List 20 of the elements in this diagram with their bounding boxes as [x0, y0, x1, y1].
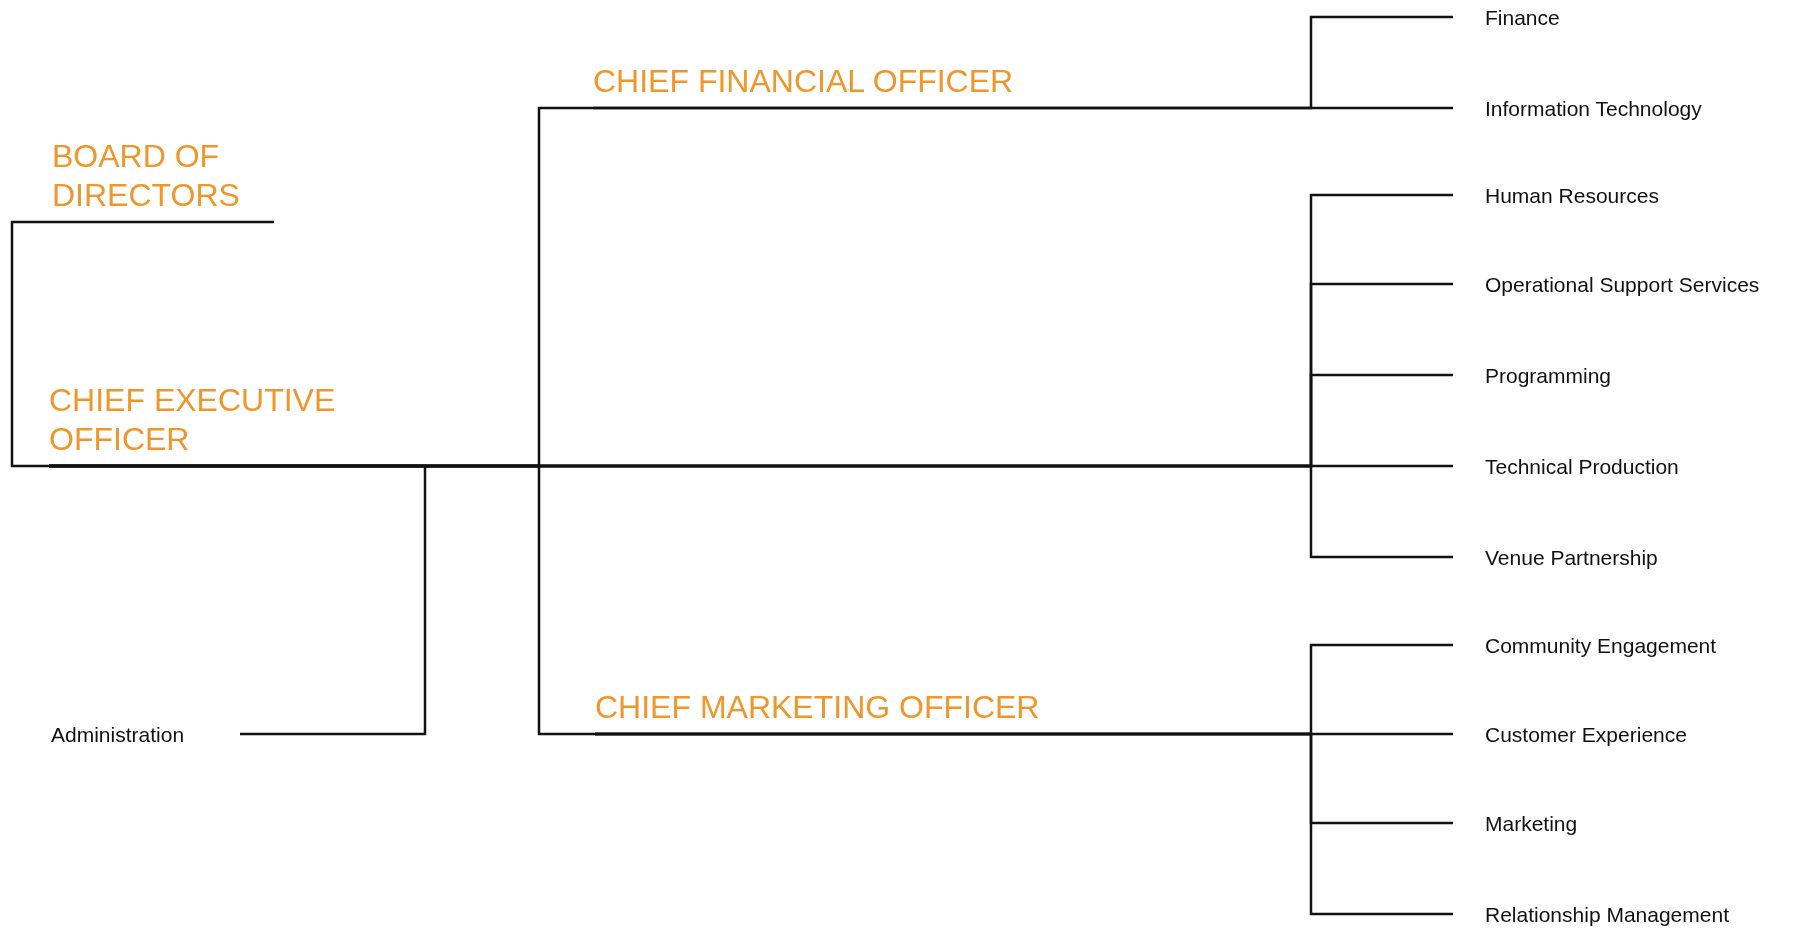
- department-label: Venue Partnership: [1453, 544, 1658, 570]
- department-label: Human Resources: [1453, 182, 1659, 208]
- connector-line: [10, 220, 274, 468]
- department-label: Community Engagement: [1453, 632, 1717, 658]
- connector-line: [595, 732, 1453, 916]
- department-label: Operational Support Services: [1453, 271, 1760, 297]
- role-title: CHIEF EXECUTIVE OFFICER: [49, 372, 349, 466]
- department-label: Relationship Management: [1453, 901, 1729, 927]
- department-label: Information Technology: [1453, 95, 1702, 121]
- role-title: CHIEF FINANCIAL OFFICER: [593, 62, 1014, 108]
- connector-line: [49, 464, 1453, 559]
- department-label: Finance: [1453, 4, 1560, 30]
- department-label: Technical Production: [1453, 453, 1679, 479]
- role-title: BOARD OF DIRECTORS: [52, 130, 274, 222]
- role-title: CHIEF MARKETING OFFICER: [595, 688, 1040, 734]
- department-label: Programming: [1453, 362, 1612, 388]
- department-label: Customer Experience: [1453, 721, 1687, 747]
- connector-line: [593, 106, 1453, 110]
- department-label: Administration: [51, 721, 240, 747]
- department-label: Marketing: [1453, 810, 1578, 836]
